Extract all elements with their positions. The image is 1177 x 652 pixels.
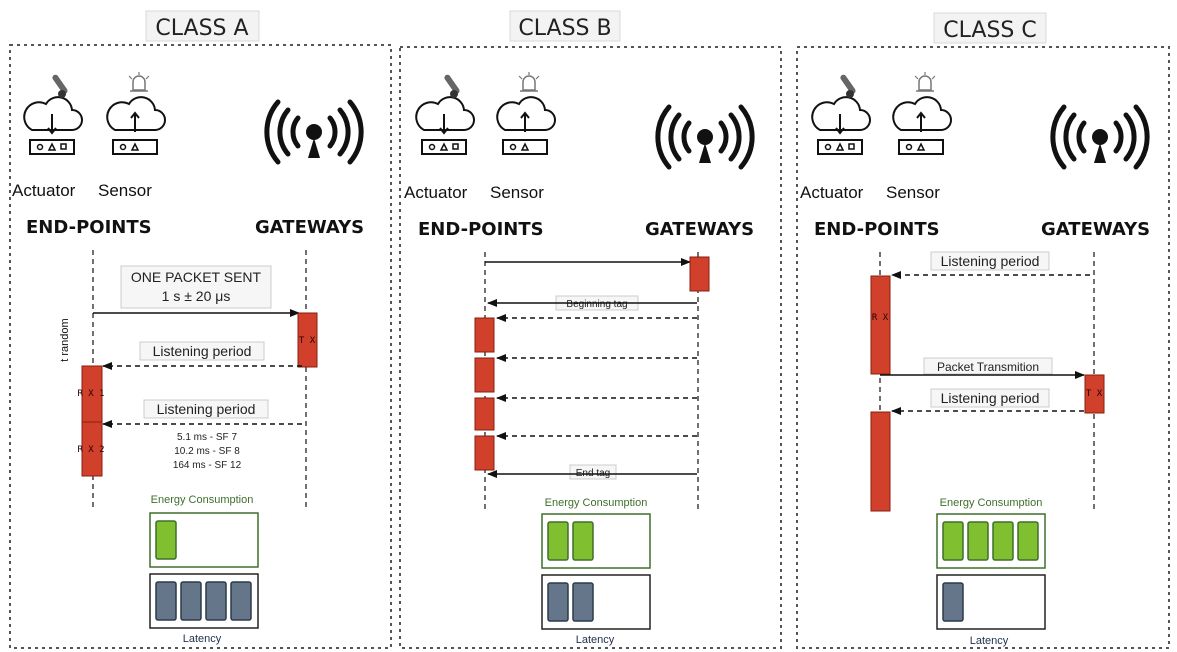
class-a-one-packet-timing: 1 s ± 20 μs [162,288,231,304]
class-a-sf-line-2: 10.2 ms - SF 8 [174,446,240,457]
class-a-packet-box [120,265,272,309]
class-c-rx-block-1 [870,275,891,375]
class-b-latency-cell [572,582,594,622]
class-a-latency-cell [230,581,252,621]
class-b-latency-label: Latency [576,634,615,646]
class-a-latency-cell [180,581,202,621]
class-b-latency-cell [547,582,569,622]
class-a-gateways-label: GATEWAYS [255,217,364,238]
class-a-actuator-label: Actuator [12,181,76,200]
class-c-latency-cells [942,582,964,622]
class-a-rx2-text: R X 2 [77,445,104,455]
class-c-energy-cell [967,521,989,561]
class-a-antenna-icon [267,102,361,162]
class-a-sf-line-1: 5.1 ms - SF 7 [177,432,237,443]
class-a-energy-cells [155,520,177,560]
class-b-latency-cells [547,582,594,622]
class-c-antenna-icon [1053,107,1147,167]
class-a-listening-1: Listening period [153,343,252,359]
class-a-latency-cell [205,581,227,621]
class-a-title: CLASS A [155,16,248,41]
class-a-endpoints-label: END-POINTS [26,217,152,238]
class-b-endpoints-label: END-POINTS [418,219,544,240]
class-c-latency-cell [942,582,964,622]
class-c-latency-label: Latency [970,635,1009,647]
class-b-actuator-icon [415,73,475,155]
class-a-sensor-icon [106,71,166,155]
class-b-title: CLASS B [518,16,611,41]
class-b-sensor-icon [496,71,556,155]
class-b-energy-cells [547,521,594,561]
class-b-rx-block-2 [474,357,495,393]
class-c-sensor-label: Sensor [886,183,940,202]
class-a-rx1-text: R X 1 [77,389,104,399]
class-c-listening-2: Listening period [941,390,1040,406]
class-c-rx-text: R X [872,313,889,323]
class-c-energy-label: Energy Consumption [940,497,1043,509]
class-a-energy-cell [155,520,177,560]
class-c-energy-cell [942,521,964,561]
class-a-one-packet-label: ONE PACKET SENT [131,269,262,285]
class-b-antenna-icon [658,107,752,167]
class-b-actuator-label: Actuator [404,183,468,202]
class-b-energy-label: Energy Consumption [545,497,648,509]
class-a-latency-label: Latency [183,633,222,645]
class-b-panel [399,46,782,649]
class-a-tx-text: T X [299,336,316,346]
class-a-latency-cells [155,581,252,621]
class-b-rx-block-1 [474,317,495,353]
class-c-panel [796,46,1170,649]
class-a-rx2-block [81,421,103,477]
class-c-energy-cell [1017,521,1039,561]
class-a-listening-2: Listening period [157,401,256,417]
class-c-listening-1: Listening period [941,253,1040,269]
class-c-rx-block-2 [870,411,891,512]
class-b-rx-block-3 [474,397,495,431]
class-b-energy-cell [572,521,594,561]
class-c-packet-transmission: Packet Transmition [937,360,1039,374]
class-c-sensor-icon [892,71,952,155]
class-c-gateways-label: GATEWAYS [1041,219,1150,240]
class-c-title: CLASS C [943,18,1036,43]
class-b-sensor-label: Sensor [490,183,544,202]
class-a-actuator-icon [23,73,83,155]
class-b-tx-block [689,256,710,292]
class-c-actuator-icon [811,73,871,155]
class-c-tx-text: T X [1086,389,1103,399]
class-b-beginning-tag: Beginning tag [566,299,627,310]
class-a-panel [9,44,392,649]
class-a-sensor-label: Sensor [98,181,152,200]
class-a-tx-block [297,312,318,368]
class-a-t-random: t random [59,318,71,361]
class-b-gateways-label: GATEWAYS [645,219,754,240]
class-b-rx-block-4 [474,435,495,471]
class-a-latency-cell [155,581,177,621]
class-c-energy-cells [942,521,1039,561]
class-a-sf-line-3: 164 ms - SF 12 [173,460,242,471]
class-c-endpoints-label: END-POINTS [814,219,940,240]
class-c-actuator-label: Actuator [800,183,864,202]
class-c-tx-block [1084,374,1105,414]
class-a-energy-label: Energy Consumption [151,494,254,506]
class-b-energy-cell [547,521,569,561]
class-c-energy-cell [992,521,1014,561]
